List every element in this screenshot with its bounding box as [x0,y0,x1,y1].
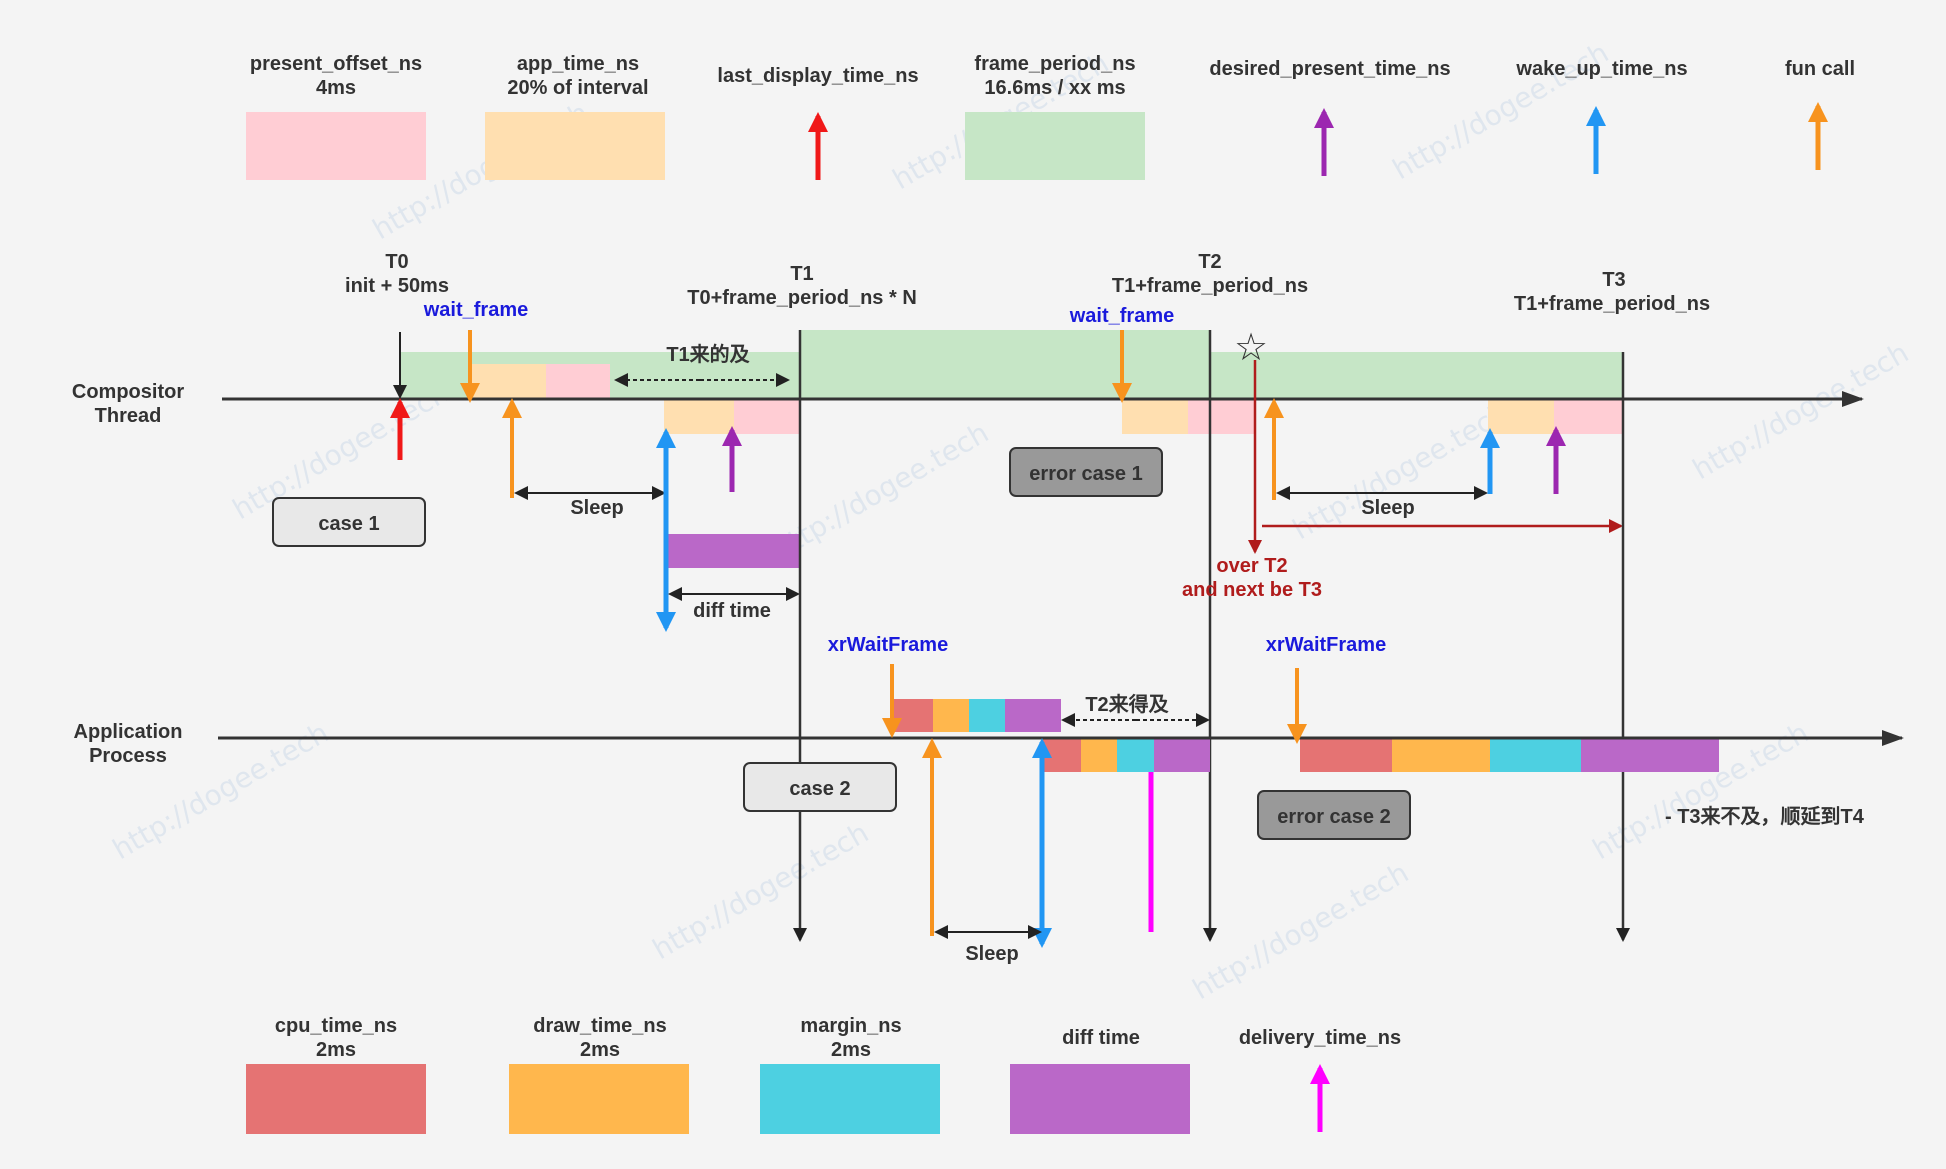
legend-frame-period-name: frame_period_ns [974,53,1135,75]
legend-app-time-value: 20% of interval [507,77,648,99]
watermark-text: http://dogee.tech [1287,396,1514,546]
present-offset-block [1188,399,1256,434]
wait-frame-label-error: wait_frame [1069,305,1175,327]
diff-time-label: diff time [693,600,771,622]
legend-draw-swatch [509,1064,689,1134]
diff-time-block [1154,738,1210,772]
legend-top: present_offset_ns 4ms app_time_ns 20% of… [246,53,1855,180]
sleep-label: Sleep [570,497,623,519]
diff-time-block [1581,738,1719,772]
legend-frame-period-value: 16.6ms / xx ms [984,77,1125,99]
legend-app-time-name: app_time_ns [517,53,639,75]
app-time-block [468,364,546,399]
legend-present-offset-value: 4ms [316,77,356,99]
t1-in-time-label: T1来的及 [666,342,750,366]
legend-margin-name: margin_ns [800,1015,901,1037]
error-case1-box [1009,447,1163,497]
t1-label: T1 [790,263,813,285]
watermark-text: http://dogee.tech [1187,856,1414,1006]
xr-wait-frame-label-error: xrWaitFrame [1266,634,1386,656]
application-lane-label-line2: Process [89,745,167,767]
t3-sublabel: T1+frame_period_ns [1514,293,1710,315]
legend-frame-period-swatch [965,112,1145,180]
legend-diff-name: diff time [1062,1027,1140,1049]
error-case2-box [1257,790,1411,840]
legend-margin-swatch [760,1064,940,1134]
over-t2-label-line1: over T2 [1216,555,1287,577]
legend-wake-up-name: wake_up_time_ns [1515,58,1687,80]
error-case2-label: error case 2 [1277,806,1390,828]
t3-label: T3 [1602,269,1625,291]
t2-sublabel: T1+frame_period_ns [1112,275,1308,297]
sleep-label: Sleep [965,943,1018,965]
legend-delivery-name: delivery_time_ns [1239,1027,1401,1049]
cpu-time-block [1043,738,1081,772]
case1-box [272,497,426,547]
wait-frame-label: wait_frame [423,299,529,321]
t0-sublabel: init + 50ms [345,275,449,297]
draw-time-block [1392,738,1490,772]
case2-box [743,762,897,812]
frame-period-bar [800,330,1210,399]
present-offset-block [546,364,610,399]
present-offset-block [734,399,800,434]
draw-time-block [933,699,969,732]
application-lane-label-line1: Application [74,721,183,743]
margin-block [1117,738,1154,772]
frame-period-bar [1210,352,1623,399]
t2-in-time-label: T2来得及 [1085,692,1169,716]
t0-label: T0 [385,251,408,273]
xr-wait-frame-label: xrWaitFrame [828,634,948,656]
compositor-lane-label-line2: Thread [95,405,162,427]
legend-draw-value: 2ms [580,1039,620,1061]
cpu-time-block [1300,738,1392,772]
application-lane: Application Process xrWaitFrame T2来得及 [74,634,1904,965]
app-time-block [1122,399,1188,434]
margin-block [969,699,1005,732]
app-time-block [1488,399,1554,434]
legend-draw-name: draw_time_ns [533,1015,666,1037]
case1-label: case 1 [318,513,379,535]
diff-time-block [668,534,800,568]
over-t2-label-line2: and next be T3 [1182,579,1322,601]
legend-present-offset-name: present_offset_ns [250,53,422,75]
present-offset-block [1554,399,1623,434]
legend-cpu-swatch [246,1064,426,1134]
t1-sublabel: T0+frame_period_ns * N [687,287,917,309]
cpu-time-block [893,699,933,732]
legend-present-offset-swatch [246,112,426,180]
compositor-lane-label-line1: Compositor [72,381,184,403]
draw-time-block [1081,738,1117,772]
legend-cpu-value: 2ms [316,1039,356,1061]
legend-last-display-name: last_display_time_ns [717,65,918,87]
compositor-lane: Compositor Thread T0 init + 50ms wait_fr… [72,251,1864,942]
t3-late-note: - T3来不及，顺延到T4 [1665,804,1865,828]
legend-bottom: cpu_time_ns 2ms draw_time_ns 2ms margin_… [246,1015,1401,1134]
watermark-text: http://dogee.tech [1687,336,1914,486]
watermark-text: http://dogee.tech [647,816,874,966]
legend-app-time-swatch [485,112,665,180]
app-time-block [664,399,734,434]
star-icon: ☆ [1234,325,1268,369]
legend-cpu-name: cpu_time_ns [275,1015,397,1037]
legend-diff-swatch [1010,1064,1190,1134]
sleep-label: Sleep [1361,497,1414,519]
case2-label: case 2 [789,778,850,800]
diff-time-block [1005,699,1061,732]
legend-margin-value: 2ms [831,1039,871,1061]
margin-block [1490,738,1581,772]
legend-desired-present-name: desired_present_time_ns [1209,58,1450,80]
error-case1-label: error case 1 [1029,463,1142,485]
legend-fun-call-name: fun call [1785,58,1855,80]
t2-label: T2 [1198,251,1221,273]
